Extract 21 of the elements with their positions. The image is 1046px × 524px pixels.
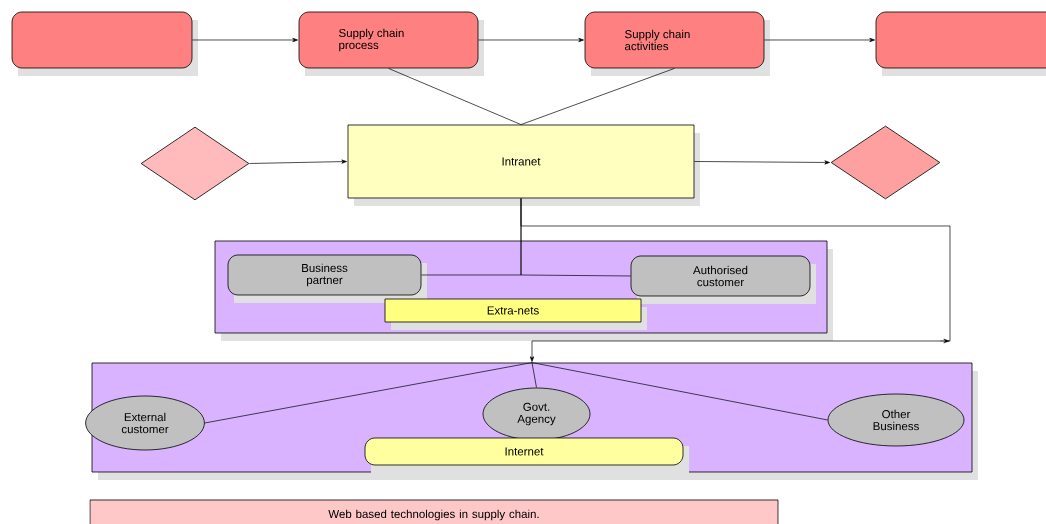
intranet-box: Intranet [347,124,700,206]
arrow [478,37,584,43]
label-box: Extra-nets [384,298,647,330]
label-box: Internet [364,437,689,473]
arrow [192,37,298,43]
caption-box: Web based technologies in supply chain. [89,499,779,524]
arrow [694,160,830,165]
process-box: Supply chain activities [584,11,770,76]
ellipse-node: Govt. Agency [482,387,591,441]
decision-diamond [140,126,250,201]
ellipse-node: Other Business [827,393,965,447]
ellipse-node: External customer [85,395,205,451]
rounded-box: Authorised customer [630,255,816,304]
arrow [520,198,951,362]
decision-diamond [830,125,941,200]
arrow [764,37,875,43]
process-box [875,11,1046,76]
rounded-box: Business partner [227,254,427,303]
process-box [11,11,198,76]
process-box: Supply chain process [298,11,484,76]
arrow [249,159,347,164]
